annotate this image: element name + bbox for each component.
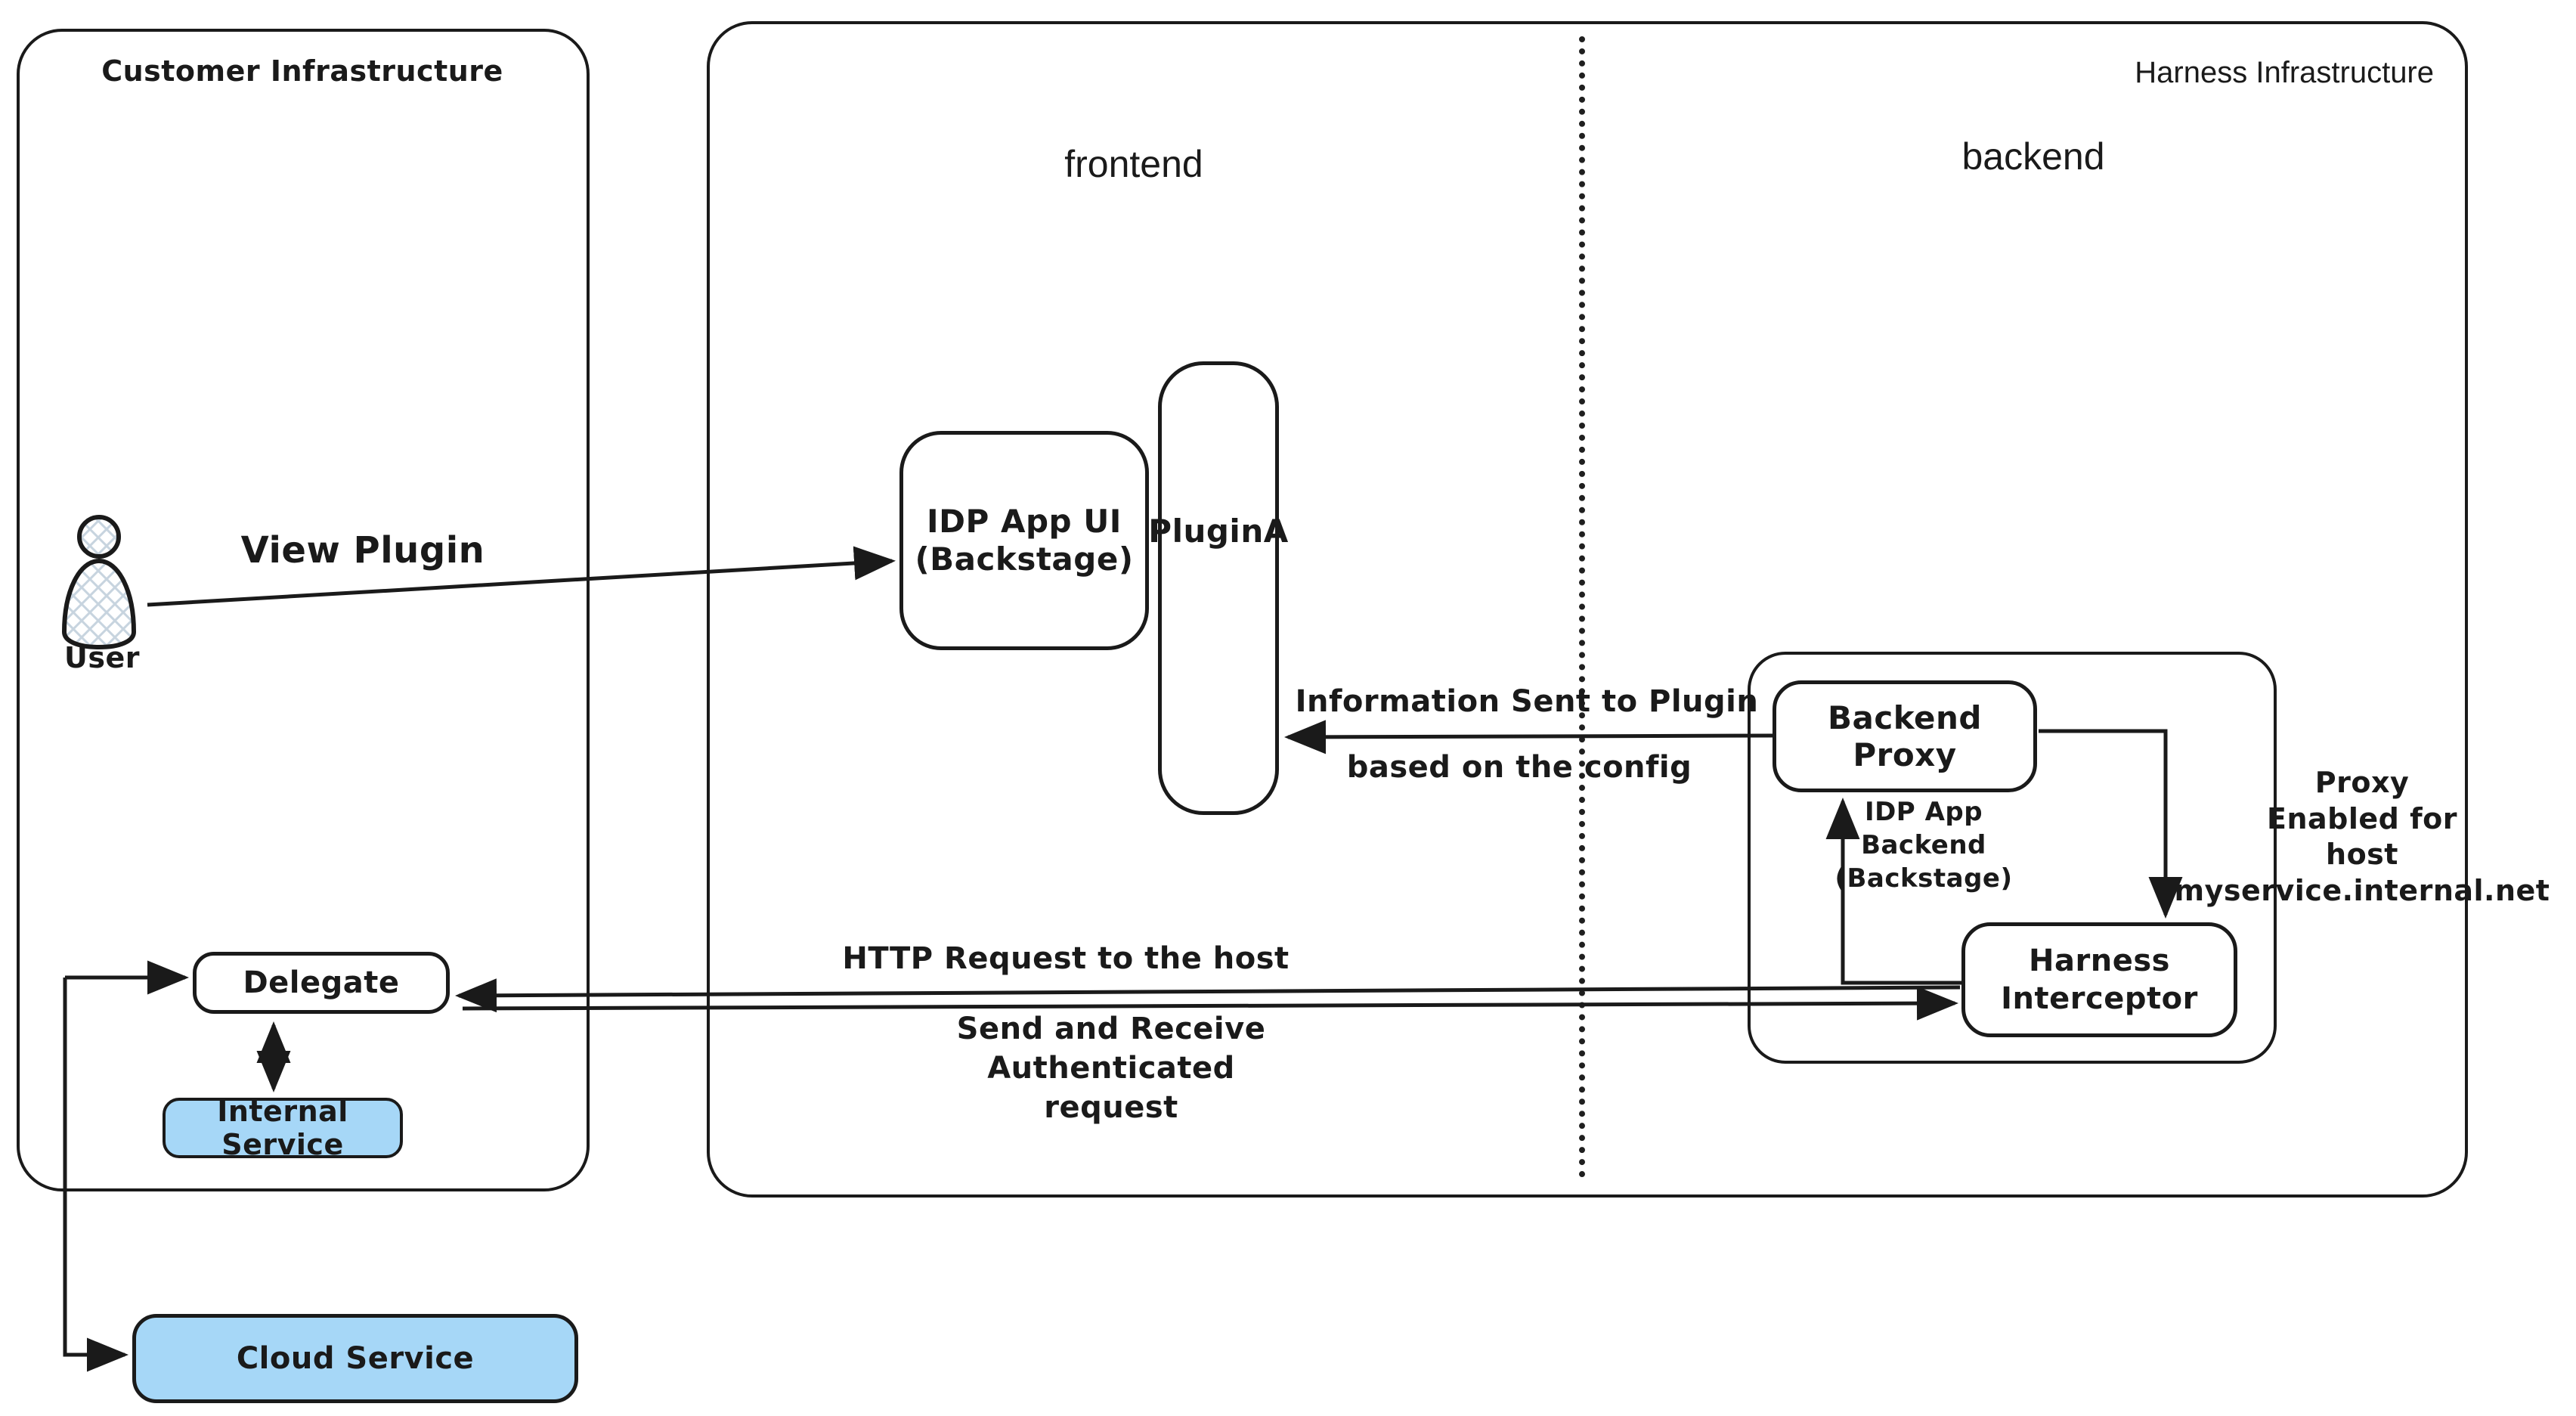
backend-proxy-label: Backend Proxy (1827, 699, 1982, 773)
send-receive-label: Send and Receive Authenticated request (956, 1012, 1266, 1125)
http-request-label: HTTP Request to the host (842, 941, 1290, 976)
user-icon (61, 515, 137, 650)
harness-infrastructure-title: Harness Infrastructure (2135, 56, 2434, 89)
cloud-service-label: Cloud Service (236, 1341, 475, 1376)
frontend-backend-divider (1579, 36, 1585, 1178)
backend-section-label: backend (1961, 135, 2105, 178)
info-sent-label-line2: based on the config (1346, 750, 1692, 785)
cloud-service-node: Cloud Service (132, 1314, 578, 1403)
proxy-enabled-label: Proxy Enabled for host myservice.interna… (2174, 766, 2550, 907)
info-sent-label-line1: Information Sent to Plugin (1295, 684, 1759, 719)
plugin-a-node: PluginA (1148, 361, 1288, 815)
delegate-node: Delegate (193, 952, 450, 1014)
harness-interceptor-label: Harness Interceptor (2001, 943, 2198, 1016)
idp-app-ui-node: IDP App UI (Backstage) (899, 431, 1149, 650)
customer-infrastructure-box (17, 29, 590, 1191)
internal-service-node: Internal Service (163, 1095, 403, 1161)
user-label: User (64, 641, 140, 674)
delegate-label: Delegate (243, 965, 400, 1000)
plugin-a-label: PluginA (1148, 513, 1289, 550)
harness-infrastructure-box (707, 21, 2468, 1198)
harness-interceptor-node: Harness Interceptor (1961, 922, 2237, 1037)
idp-app-backend-label: IDP App Backend (Backstage) (1834, 797, 2013, 894)
internal-service-label: Internal Service (217, 1095, 348, 1161)
customer-infrastructure-title: Customer Infrastructure (101, 54, 503, 88)
backend-proxy-node: Backend Proxy (1773, 680, 2037, 792)
idp-app-backend-group-box (1748, 652, 2277, 1064)
view-plugin-label: View Plugin (240, 529, 485, 572)
frontend-section-label: frontend (1064, 143, 1203, 185)
idp-app-ui-label: IDP App UI (Backstage) (915, 502, 1134, 578)
